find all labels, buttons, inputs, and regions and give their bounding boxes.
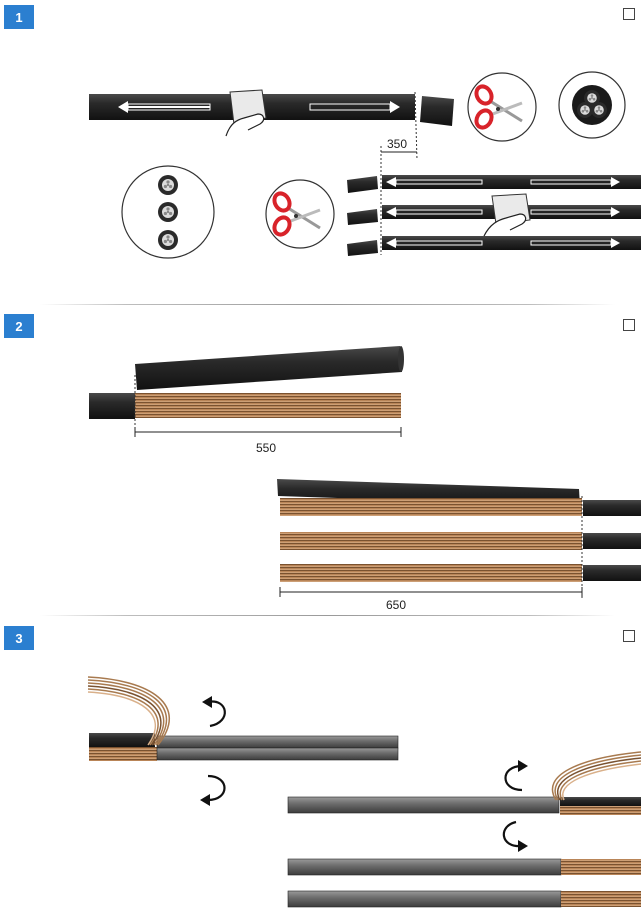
copper-shield <box>280 532 582 550</box>
copper-shield <box>280 564 582 582</box>
cable-jacket <box>89 393 135 419</box>
cable-cross-section-icon <box>558 71 626 139</box>
cut-jacket-piece <box>420 96 454 126</box>
double-arrow-icon <box>386 177 620 248</box>
step-divider <box>40 304 615 305</box>
hand-wipe-icon <box>225 89 267 137</box>
scissors-icon <box>264 178 336 250</box>
copper-shield <box>560 806 641 815</box>
scissors-icon <box>466 71 538 143</box>
copper-shield <box>280 498 582 516</box>
step-3-checkbox[interactable] <box>623 630 635 642</box>
double-arrow-icon <box>118 101 211 113</box>
cable-jacket <box>560 797 641 806</box>
cable-cross-section-icon <box>121 165 215 259</box>
copper-shield <box>135 393 401 418</box>
cable-jacket <box>583 500 641 516</box>
grey-insulation <box>287 890 562 908</box>
hand-wipe-icon <box>483 193 531 237</box>
folded-copper-shield <box>87 676 171 746</box>
cable-jacket <box>583 565 641 581</box>
step-1-number: 1 <box>15 9 23 25</box>
copper-shield <box>89 747 157 761</box>
step-3-badge: 3 <box>4 626 34 650</box>
step-2-badge: 2 <box>4 314 34 338</box>
dimension-350: 350 <box>387 137 407 151</box>
dimension-650: 650 <box>386 598 406 612</box>
step-1-checkbox[interactable] <box>623 8 635 20</box>
single-core-cables <box>347 175 641 256</box>
folded-copper-shield <box>551 751 641 801</box>
grey-insulation <box>287 858 562 876</box>
cable-jacket <box>89 733 155 747</box>
copper-shield <box>561 891 641 907</box>
grey-insulation <box>287 796 560 814</box>
step-divider <box>40 615 615 616</box>
grey-insulation <box>156 735 399 749</box>
step-2-checkbox[interactable] <box>623 319 635 331</box>
jacket-sleeve <box>135 346 402 390</box>
cable-jacket <box>583 533 641 549</box>
step-2-number: 2 <box>15 318 23 334</box>
dimension-550: 550 <box>256 441 276 455</box>
rotate-arrow-icon <box>202 696 226 728</box>
step-1-badge: 1 <box>4 5 34 29</box>
grey-insulation <box>156 747 399 761</box>
rotate-arrow-icon <box>502 820 528 852</box>
step-3-number: 3 <box>15 630 23 646</box>
double-arrow-icon <box>309 101 400 113</box>
rotate-arrow-icon <box>200 774 226 806</box>
rotate-arrow-icon <box>504 760 528 792</box>
copper-shield <box>561 859 641 875</box>
